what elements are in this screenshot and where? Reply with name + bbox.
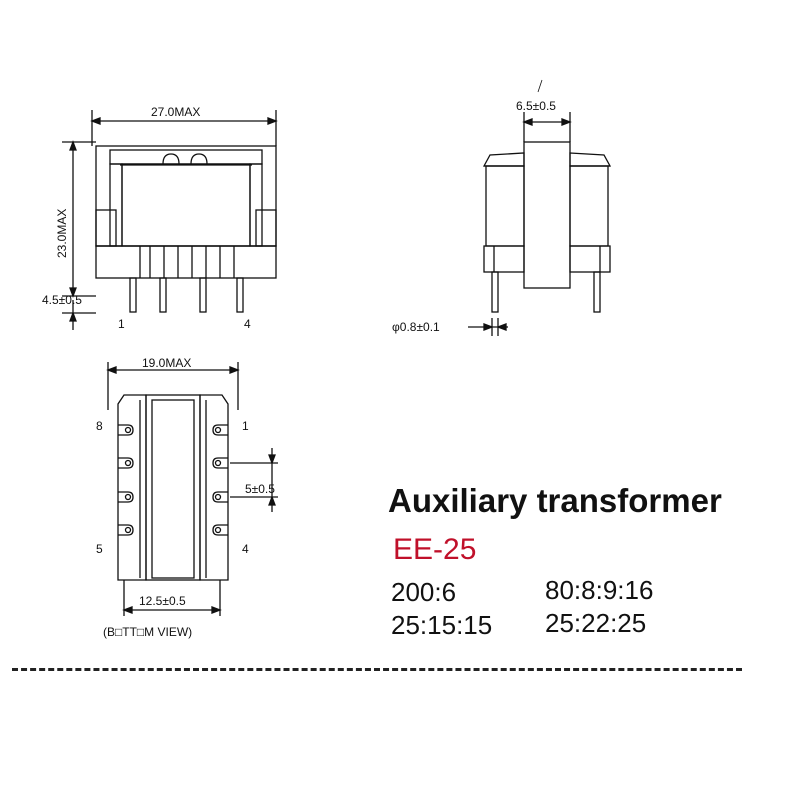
ratio-1: 200:6 — [391, 577, 457, 607]
front-height-label: 23.0MAX — [55, 209, 69, 258]
bottom-pin-4-label: 4 — [242, 542, 249, 556]
bottom-pin-5-label: 5 — [96, 542, 103, 556]
ratio-2: 80:8:9:16 — [545, 575, 654, 605]
side-view — [468, 79, 612, 336]
bottom-view — [106, 362, 278, 616]
pin-length-label: 4.5±0.5 — [42, 293, 82, 307]
product-model: EE-25 — [393, 533, 477, 566]
front-pin-1-label: 1 — [118, 317, 125, 331]
front-width-label: 27.0MAX — [151, 105, 200, 119]
ratio-4: 25:22:25 — [545, 608, 647, 638]
pin-pitch-label: 5±0.5 — [245, 482, 275, 496]
front-pin-4-label: 4 — [244, 317, 251, 331]
front-view — [62, 110, 278, 330]
bottom-view-caption: (B□TT□M VIEW) — [103, 625, 192, 639]
bottom-width-label: 19.0MAX — [142, 356, 191, 370]
ratio-3: 25:15:15 — [391, 610, 493, 640]
dashed-separator — [12, 668, 742, 671]
pin-spacing-label: 12.5±0.5 — [139, 594, 186, 608]
product-title: Auxiliary transformer — [388, 482, 722, 519]
bottom-pin-1-label: 1 — [242, 419, 249, 433]
core-width-label: 6.5±0.5 — [516, 99, 556, 113]
bottom-pin-8-label: 8 — [96, 419, 103, 433]
pin-diameter-label: φ0.8±0.1 — [392, 320, 440, 334]
